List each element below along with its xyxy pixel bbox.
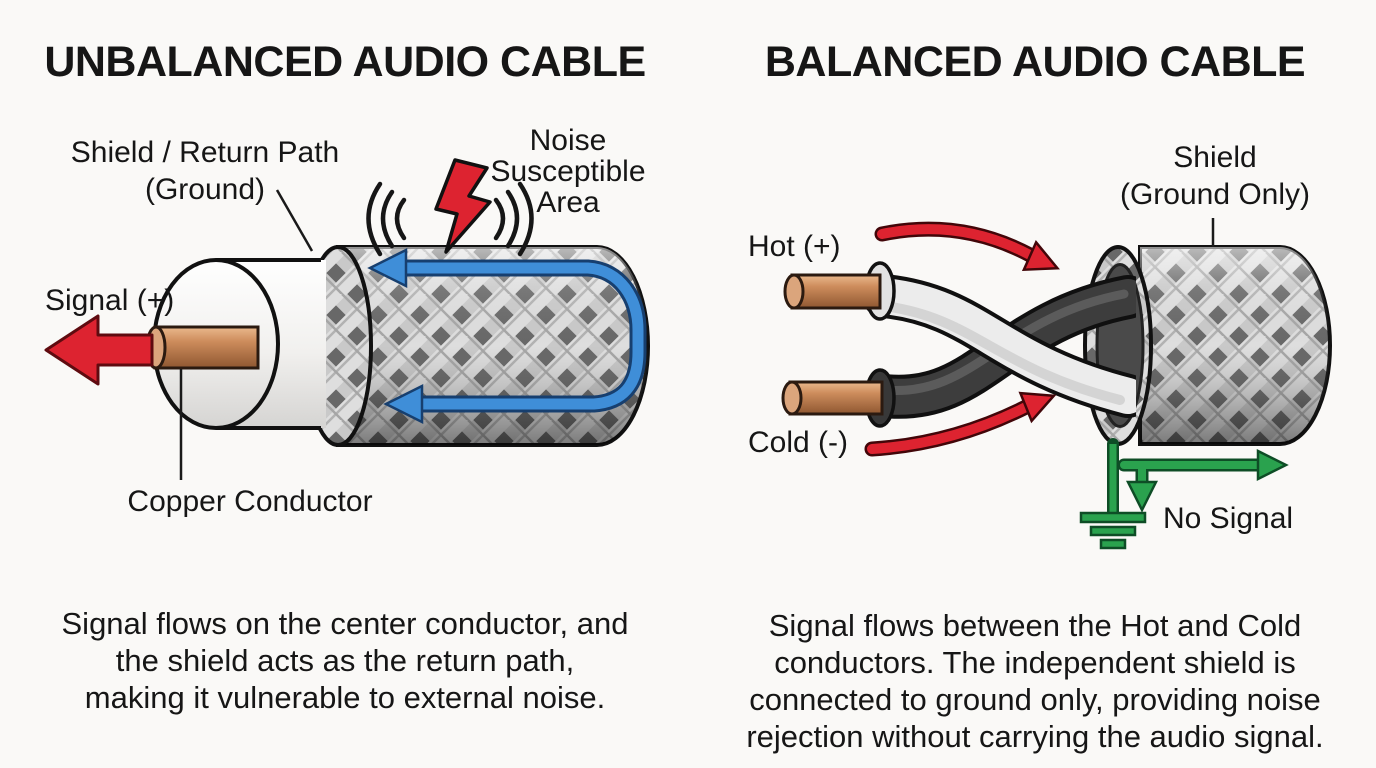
cold-flow-arrowhead	[1018, 391, 1057, 424]
return-path-line	[396, 262, 644, 410]
hot-flow-arrow-line	[877, 224, 1035, 260]
balanced-caption-line4: rejection without carrying the audio sig…	[746, 719, 1323, 754]
balanced-caption-line3: connected to ground only, providing nois…	[749, 682, 1321, 717]
coax-cable-illustration	[145, 245, 651, 447]
ground-symbol	[1079, 511, 1147, 550]
copper-conductor	[153, 325, 260, 370]
balanced-shield-shading	[1140, 247, 1330, 444]
shield-label-2: (Ground Only)	[1120, 178, 1310, 211]
lightning-bolt-icon	[434, 158, 492, 254]
balanced-panel: BALANCED AUDIO CABLE	[746, 38, 1333, 754]
cold-copper-lead	[788, 380, 884, 416]
balanced-title: BALANCED AUDIO CABLE	[765, 38, 1305, 86]
dielectric-edges	[216, 258, 321, 430]
signal-flow-arrows	[864, 221, 1060, 457]
cold-label: Cold (-)	[748, 426, 848, 459]
no-signal-arrow	[1117, 448, 1289, 513]
unbalanced-caption-line1: Signal flows on the center conductor, an…	[62, 606, 629, 641]
shield-label-1: Shield	[1173, 141, 1256, 174]
hot-wire	[866, 278, 1136, 414]
hot-label: Hot (+)	[748, 230, 841, 263]
cold-copper-end-cap	[781, 380, 803, 416]
signal-label: Signal (+)	[45, 284, 174, 317]
shield-return-label-2: (Ground)	[145, 173, 265, 206]
hot-flow-arrowhead	[1021, 239, 1060, 272]
unbalanced-caption: Signal flows on the center conductor, an…	[62, 606, 629, 715]
no-signal-arrowhead-down	[1125, 480, 1159, 513]
unbalanced-title: UNBALANCED AUDIO CABLE	[44, 38, 645, 86]
unbalanced-caption-line3: making it vulnerable to external noise.	[85, 680, 605, 715]
no-signal-line	[1120, 461, 1262, 486]
ground-path	[1079, 438, 1289, 550]
balanced-caption-line2: conductors. The independent shield is	[774, 645, 1296, 680]
noise-label-2: Susceptible	[490, 155, 645, 188]
balanced-caption: Signal flows between the Hot and Cold co…	[746, 608, 1323, 754]
return-arrowhead-bottom	[383, 383, 424, 425]
hot-copper-end-cap	[783, 273, 805, 310]
shield-leader-line	[275, 189, 314, 252]
copper-conductor-label: Copper Conductor	[127, 485, 372, 518]
no-signal-arrowhead-right	[1256, 448, 1289, 482]
noise-strike	[366, 158, 534, 257]
signal-arrow	[44, 314, 154, 386]
return-arrowhead-top	[367, 247, 408, 289]
return-path-arrows	[367, 247, 647, 425]
twisted-pair	[862, 274, 1136, 419]
noise-label-3: Area	[536, 186, 600, 219]
noise-label-1: Noise	[530, 124, 607, 157]
balanced-cable-illustration	[781, 245, 1333, 446]
unbalanced-panel: UNBALANCED AUDIO CABLE	[44, 38, 651, 715]
unbalanced-caption-line2: the shield acts as the return path,	[116, 643, 574, 678]
noise-wave-arcs	[366, 181, 534, 257]
shield-return-label-1: Shield / Return Path	[71, 136, 340, 169]
balanced-caption-line1: Signal flows between the Hot and Cold	[769, 608, 1302, 643]
cold-flow-arrow-line	[867, 402, 1031, 454]
hot-wire-shading	[879, 301, 1125, 405]
hot-copper-lead	[790, 273, 882, 310]
no-signal-label: No Signal	[1163, 502, 1293, 535]
